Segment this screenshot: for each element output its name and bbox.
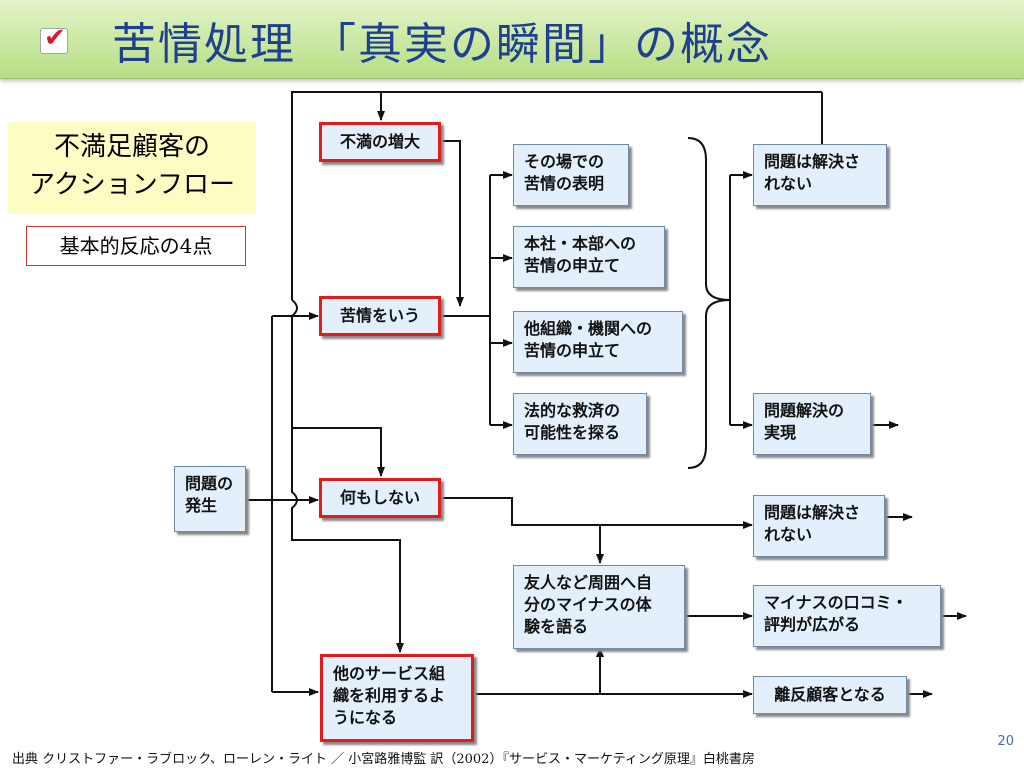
- box-text: 発生: [185, 496, 218, 515]
- box-use-other-service: 他のサービス組 織を利用するよ うになる: [320, 654, 474, 742]
- box-tell-others: 友人など周囲へ自 分のマイナスの体 験を語る: [513, 565, 685, 649]
- kujo-branch: [440, 175, 491, 425]
- box-other-org-complaint: 他組織・機関への 苦情の申立て: [513, 311, 683, 373]
- box-text: 他組織・機関への: [524, 319, 653, 338]
- box-unresolved-mid: 問題は解決さ れない: [753, 495, 885, 557]
- box-legal-remedy: 法的な救済の 可能性を探る: [513, 393, 647, 455]
- nanimo-to-unresolved: [440, 497, 753, 529]
- left-trunk: [291, 299, 404, 653]
- box-text: その場での: [524, 152, 605, 171]
- box-text: うになる: [333, 708, 398, 727]
- slide-title: 苦情処理 「真実の瞬間」の概念: [112, 19, 772, 70]
- box-text: 可能性を探る: [524, 423, 621, 442]
- box-text: 織を利用するよ: [333, 686, 446, 705]
- callout-line-1: 不満足顧客の: [53, 132, 210, 162]
- source-citation: 出典 クリストファー・ラブロック、ローレン・ライト ／ 小宮路雅博監 訳（200…: [12, 752, 755, 767]
- box-text: 問題解決の: [764, 401, 845, 420]
- box-onsite-complaint: その場での 苦情の表明: [513, 144, 629, 206]
- box-unresolved-top: 問題は解決さ れない: [753, 144, 887, 206]
- callout-line-2: アクションフロー: [29, 170, 235, 200]
- box-text: 他のサービス組: [333, 664, 446, 683]
- box-text: 実現: [764, 423, 797, 442]
- slide-header: ✔ 苦情処理 「真実の瞬間」の概念: [0, 0, 1024, 79]
- box-text: れない: [764, 174, 813, 193]
- box-do-nothing: 何もしない: [319, 478, 441, 518]
- box-text: マイナスの口コミ・: [764, 593, 908, 612]
- box-text: 験を語る: [524, 617, 589, 636]
- box-text: 評判が広がる: [764, 615, 861, 634]
- box-hq-complaint: 本社・本部への 苦情の申立て: [513, 226, 665, 288]
- box-text: 苦情の申立て: [524, 256, 621, 275]
- checkbox-icon: ✔: [40, 23, 68, 54]
- box-text: 苦情の申立て: [524, 341, 621, 360]
- checkmark-icon: ✔: [44, 23, 66, 53]
- box-negative-word-of-mouth: マイナスの口コミ・ 評判が広がる: [753, 585, 941, 647]
- box-defected-customer: 離反顧客となる: [753, 676, 907, 714]
- loop-back-line: [291, 91, 822, 300]
- box-text: 本社・本部への: [524, 234, 637, 253]
- box-text: 分のマイナスの体: [524, 595, 652, 614]
- box-problem-occurrence: 問題の 発生: [174, 466, 246, 532]
- box-text: れない: [764, 525, 813, 544]
- trunk-to-nanimo: [292, 427, 385, 477]
- box-text: 法的な救済の: [524, 401, 621, 420]
- box-text: 問題は解決さ: [764, 152, 861, 171]
- box-text: 友人など周囲へ自: [524, 573, 653, 592]
- page-number: 20: [997, 734, 1014, 749]
- outcome-brace: [687, 137, 731, 469]
- box-complain: 苦情をいう: [319, 296, 441, 336]
- flow-callout: 不満足顧客の アクションフロー: [8, 122, 256, 214]
- box-text: 問題は解決さ: [764, 503, 861, 522]
- box-problem-resolved: 問題解決の 実現: [753, 393, 871, 455]
- basic-reactions-note: 基本的反応の4点: [26, 226, 246, 266]
- fuman-to-kujo: [440, 140, 464, 307]
- box-text: 苦情の表明: [524, 174, 605, 193]
- box-text: 問題の: [185, 474, 234, 493]
- box-dissatisfaction-growth: 不満の増大: [319, 122, 441, 162]
